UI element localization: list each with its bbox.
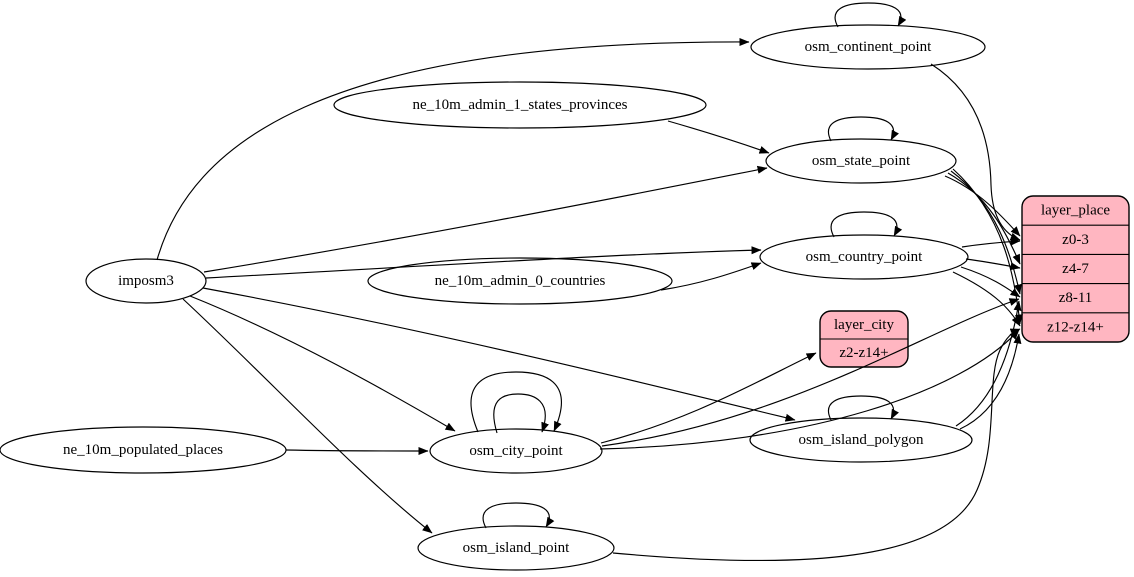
record-title: layer_city (834, 317, 894, 333)
edge-osm_country_point-layer_place-z0-3 (961, 237, 1021, 248)
node-label: osm_island_point (463, 540, 571, 556)
node-ne_10m_populated_places: ne_10m_populated_places (0, 426, 287, 474)
edge-imposm3-osm_city_point (189, 295, 456, 432)
record-title: layer_place (1041, 203, 1110, 219)
edge-osm_city_point-layer_city-z2-z14+ (600, 352, 817, 444)
node-osm_country_point: osm_country_point (759, 234, 969, 280)
node-label: osm_state_point (812, 153, 911, 169)
edge-ne_10m_admin_1_states_provinces-osm_state_point (667, 120, 770, 154)
edge-osm_country_point-layer_place-z12-z14+ (952, 271, 1021, 327)
node-label: osm_continent_point (805, 39, 932, 55)
edge-osm_island_point-osm_island_point (482, 502, 555, 529)
node-osm_continent_point: osm_continent_point (750, 24, 986, 70)
edge-osm_city_point-osm_city_point (493, 393, 549, 434)
edge-ne_10m_populated_places-osm_city_point (285, 446, 429, 455)
node-osm_island_point: osm_island_point (417, 525, 615, 571)
node-label: osm_island_polygon (798, 432, 924, 448)
edge-osm_state_point-osm_state_point (828, 116, 899, 142)
edge-osm_city_point-layer_place-z12-z14+ (599, 329, 1020, 450)
edge-osm_continent_point-layer_place-z0-3 (930, 63, 1021, 241)
node-osm_island_polygon: osm_island_polygon (749, 417, 973, 463)
node-ne_10m_admin_1_states_provinces: ne_10m_admin_1_states_provinces (333, 81, 707, 129)
edge-osm_city_point-osm_city_point (470, 371, 562, 433)
node-layer_city: layer_city z2-z14+ (819, 310, 909, 368)
edge-osm_island_polygon-layer_place-z12-z14+ (959, 333, 1022, 430)
record-row: z8-11 (1059, 290, 1093, 306)
edge-osm_island_polygon-layer_place-z8-11 (955, 300, 1022, 427)
node-label: osm_city_point (469, 443, 563, 459)
node-osm_state_point: osm_state_point (765, 138, 957, 184)
edge-imposm3-osm_country_point (205, 246, 762, 279)
edge-osm_country_point-layer_place-z8-11 (960, 266, 1021, 298)
node-layer_place: layer_place z0-3 z4-7 z8-11 z12-z14+ (1021, 195, 1130, 343)
node-label: ne_10m_populated_places (63, 442, 223, 458)
edge-osm_island_point-layer_place-z12-z14+ (612, 328, 1021, 562)
edge-osm_island_polygon-osm_island_polygon (828, 395, 899, 421)
edge-imposm3-osm_state_point (203, 165, 768, 273)
edge-imposm3-osm_island_point (182, 298, 433, 534)
record-row: z2-z14+ (839, 345, 888, 361)
node-label: imposm3 (118, 273, 174, 289)
node-osm_city_point: osm_city_point (429, 428, 603, 474)
edge-osm_state_point-layer_place-z0-3 (944, 175, 1021, 237)
edge-osm_state_point-layer_place-z4-7 (947, 172, 1021, 265)
edge-osm_country_point-layer_place-z4-7 (965, 258, 1021, 271)
node-label: ne_10m_admin_0_countries (435, 273, 606, 289)
edge-osm_country_point-osm_country_point (830, 211, 903, 238)
record-row: z4-7 (1062, 261, 1089, 277)
edge-imposm3-osm_continent_point (156, 37, 750, 261)
edge-ne_10m_admin_0_countries-osm_country_point (660, 262, 762, 291)
node-ne_10m_admin_0_countries: ne_10m_admin_0_countries (367, 257, 673, 305)
node-imposm3: imposm3 (85, 258, 207, 304)
record-row: z12-z14+ (1047, 319, 1104, 335)
edge-osm_city_point-layer_place-z8-11 (601, 298, 1020, 447)
node-label: ne_10m_admin_1_states_provinces (413, 97, 628, 113)
edge-osm_state_point-layer_place-z8-11 (950, 170, 1022, 295)
node-label: osm_country_point (806, 249, 923, 265)
edge-imposm3-osm_island_polygon (202, 287, 796, 422)
record-row: z0-3 (1062, 232, 1089, 248)
edge-osm_continent_point-osm_continent_point (834, 2, 907, 28)
